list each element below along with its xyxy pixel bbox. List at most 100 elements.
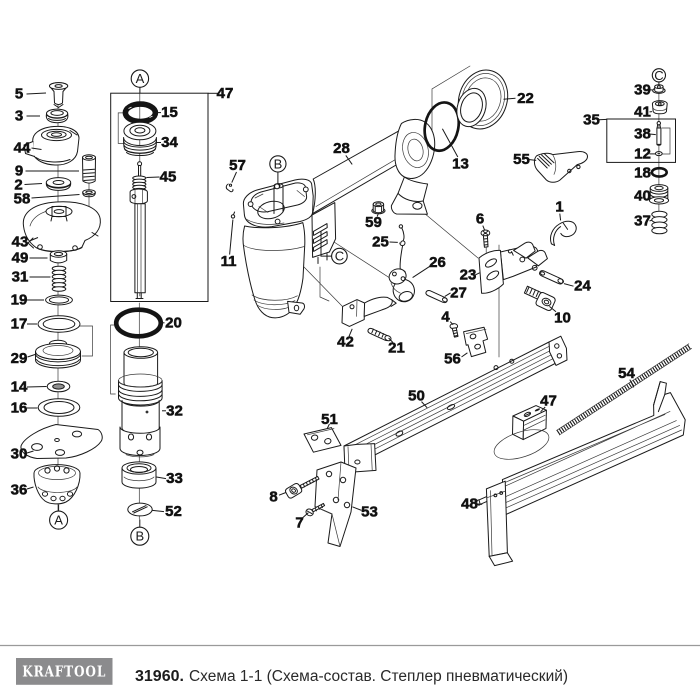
part-label-29: 29 [11,350,28,367]
leader-line-38 [649,133,656,136]
part-label-1: 1 [555,198,563,215]
part-label-30: 30 [11,446,28,463]
part-18-oring [650,166,668,178]
part-label-11: 11 [221,253,237,270]
part-label-37: 37 [634,212,651,229]
part-label-7: 7 [295,514,303,531]
part-26-trigger [388,268,415,303]
part-42-safety-yoke [341,296,397,327]
leader-line-56 [461,352,468,358]
leader-line-30 [26,450,34,454]
part-label-25: 25 [372,234,389,251]
leader-line-51 [326,423,330,429]
leader-line-24 [563,283,574,287]
part-16-oring [37,398,81,417]
part-41-cap [651,100,668,115]
leader-line-2 [24,183,43,185]
part-label-44: 44 [14,140,31,157]
bracket-group-38-12 [661,127,671,155]
part-label-27: 27 [450,284,467,301]
part-36-cap-bowl [33,464,81,505]
part-44-deflector-cap [23,125,80,166]
schematic-code: 31960. [135,668,184,685]
part-label-54: 54 [618,365,635,382]
part-11-pin [230,211,236,219]
leader-line-48 [476,503,483,505]
leader-line-28 [345,155,353,165]
leader-line-57 [231,171,237,183]
part-40-seal-stack [648,184,670,205]
part-label-3: 3 [15,108,23,125]
part-38-firing-pin [656,121,662,146]
leader-line-58 [31,194,80,199]
part-22-end-cap [456,69,509,130]
part-47-clip [493,405,550,460]
part-15-oring [122,101,159,125]
part-label-45: 45 [160,169,177,186]
part-52-disc [127,502,153,517]
part-13-oring [423,101,461,153]
part-50-magazine-rail [343,335,568,474]
part-30-gasket [20,424,103,459]
part-label-55: 55 [513,151,530,168]
part-9-bolt [82,154,96,184]
part-56-bracket [463,326,489,358]
part-label-42: 42 [337,333,354,350]
leader-line-43 [29,237,39,242]
part-48-lower-rail [476,381,686,567]
part-label-20: 20 [165,314,182,331]
part-53-plate [314,461,357,547]
kraftool-logo-text: KRAFTOOL [22,664,106,681]
leader-line-53 [352,506,362,511]
part-43-cylinder-head [22,201,101,258]
footer-caption: 31960. Схема 1-1 (Схема-состав. Степлер п… [135,668,568,685]
part-label-8: 8 [269,488,277,505]
part-45-driver-blade [129,161,148,299]
part-label-21: 21 [388,339,405,356]
leader-line-13 [441,128,459,158]
group-box-assembly-35 [606,118,676,163]
leader-line-42 [348,328,353,337]
part-10-bolt [523,285,556,311]
part-37-spring [651,210,668,235]
align-plane-cap22 [431,65,471,148]
part-label-28: 28 [333,140,350,157]
part-32-cylinder [118,346,163,458]
part-label-2: 2 [14,177,22,194]
part-label-52: 52 [165,503,182,520]
leader-line-6 [482,225,486,231]
leader-line-59 [376,212,380,217]
part-label-18: 18 [634,164,651,181]
part-label-47: 47 [217,85,234,102]
part-label-33: 33 [166,470,183,487]
callout-circle-A [49,510,69,530]
part-label-19: 19 [11,292,28,309]
callout-stem-C [320,231,332,257]
part-2-washer [45,177,72,191]
part-59-nut [371,201,386,215]
part-14-washer [46,380,71,393]
bracket-group-20-32 [110,324,118,395]
part-label-49: 49 [12,250,29,267]
part-3-seal-washer [45,108,69,124]
part-label-41: 41 [634,103,651,120]
callout-letter-B: B [274,156,283,171]
kraftool-logo [16,658,113,685]
leader-line-50 [421,401,428,409]
part-label-43: 43 [12,234,29,251]
part-label-51: 51 [321,411,338,428]
leader-line-54 [629,379,635,388]
callout-letter-A: A [136,71,145,86]
part-54-staple-strip [556,343,692,436]
schematic-title: Схема 1-1 (Схема-состав. Степлер пневмат… [189,668,568,685]
part-label-31: 31 [12,269,29,286]
leader-line-47 [540,406,546,413]
callout-circle-B [130,526,150,546]
leader-line-36 [26,486,34,490]
part-label-32: 32 [166,402,183,419]
leader-line-44 [31,147,42,150]
leader-line-29 [27,354,36,358]
callout-letter-B: B [135,529,144,544]
part-label-26: 26 [429,254,446,271]
leader-line-14 [26,386,47,388]
